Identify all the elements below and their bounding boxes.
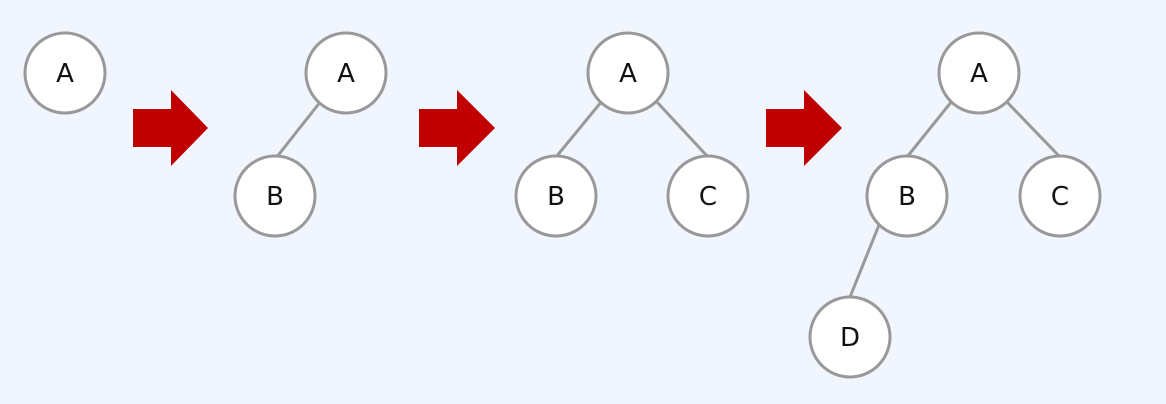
node-c: C: [666, 154, 750, 238]
edge-b-d: [848, 224, 881, 298]
svg-text:B: B: [266, 182, 284, 212]
svg-text:B: B: [547, 182, 565, 212]
edge-a-b: [554, 100, 604, 158]
node-a: A: [586, 31, 670, 115]
stage-3-tree: A B C: [514, 31, 750, 238]
node-b: B: [233, 154, 317, 238]
svg-text:A: A: [970, 59, 988, 89]
node-a: A: [23, 31, 107, 115]
node-a: A: [937, 31, 1021, 115]
svg-text:A: A: [619, 59, 637, 89]
node-a: A: [304, 31, 388, 115]
svg-text:C: C: [699, 182, 717, 212]
node-b: B: [865, 154, 949, 238]
svg-text:A: A: [337, 59, 355, 89]
stage-1-tree: A: [23, 31, 107, 115]
svg-text:C: C: [1051, 182, 1069, 212]
svg-text:B: B: [898, 182, 916, 212]
node-b: B: [514, 154, 598, 238]
node-d: D: [808, 295, 892, 379]
edge-a-c: [654, 99, 710, 159]
svg-text:A: A: [56, 59, 74, 89]
right-arrow-icon: [133, 90, 208, 166]
edge-a-c: [1004, 99, 1062, 159]
stage-2-tree: A B: [233, 31, 388, 238]
stage-4-tree: A B C D: [808, 31, 1102, 379]
edge-a-b: [274, 100, 323, 159]
edge-a-b: [905, 100, 954, 158]
node-c: C: [1018, 154, 1102, 238]
right-arrow-icon: [419, 90, 495, 166]
svg-text:D: D: [840, 323, 860, 353]
right-arrow-icon: [766, 90, 842, 166]
